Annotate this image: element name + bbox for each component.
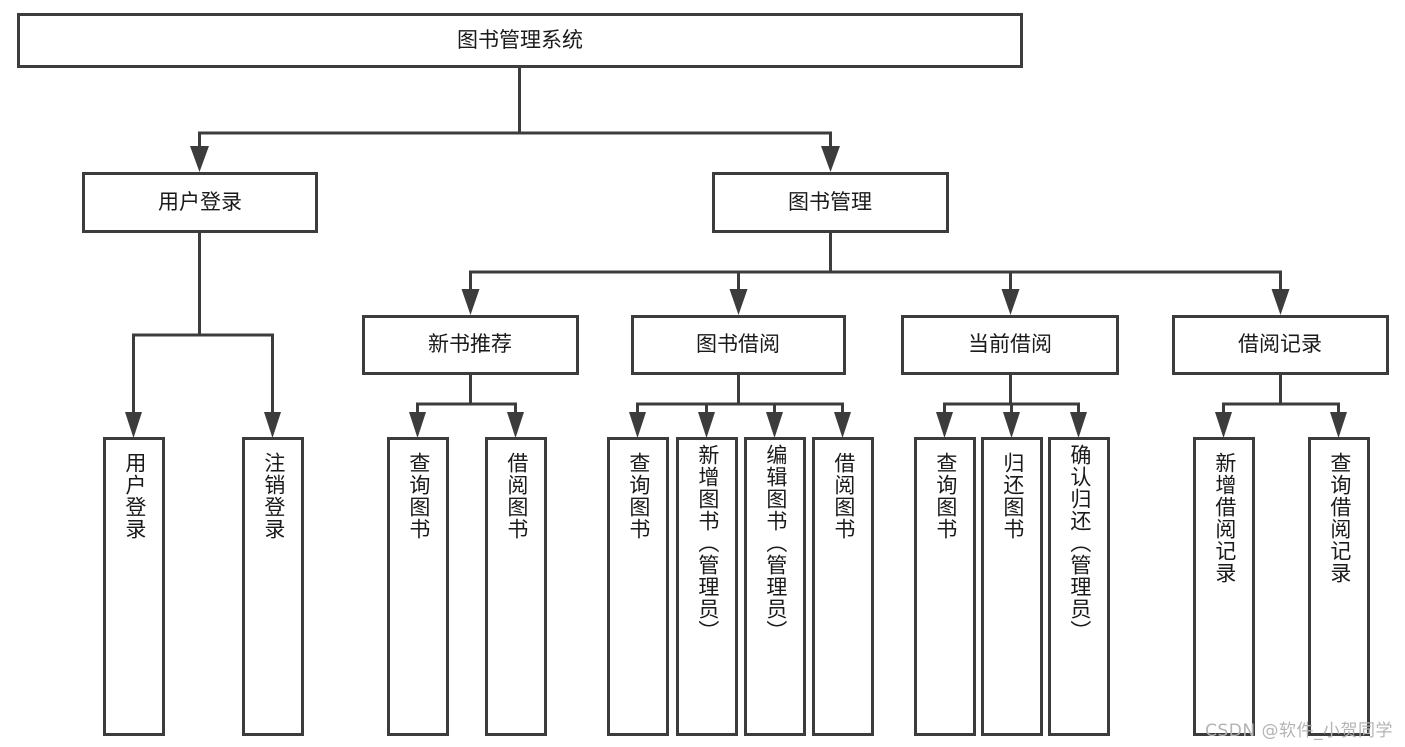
- arrow-head-cb-leaf-1: [936, 412, 953, 438]
- arrow-head-bb-leaf-3: [766, 412, 783, 438]
- leaf-box-nb-query-book[interactable]: [387, 437, 449, 736]
- arrow-head-bb-leaf-2: [698, 412, 715, 438]
- arrow-head-cb-leaf-3: [1070, 412, 1087, 438]
- leaf-box-bb-edit-book[interactable]: [744, 437, 806, 736]
- node-user-login-box[interactable]: [82, 172, 318, 233]
- arrow-head-user-login: [190, 146, 209, 172]
- leaf-box-logout[interactable]: [242, 437, 304, 736]
- node-current-borrow-label: 当前借阅: [968, 332, 1052, 356]
- arrow-head-nb-leaf-2: [507, 412, 524, 438]
- node-borrow-record-label: 借阅记录: [1238, 332, 1322, 356]
- arrow-head-book-borrow: [729, 289, 748, 315]
- node-book-manage-label: 图书管理: [788, 190, 872, 214]
- node-borrow-record-box[interactable]: [1172, 315, 1389, 375]
- node-new-book-recommend-box[interactable]: [362, 315, 579, 375]
- leaf-box-bb-query-book[interactable]: [607, 437, 669, 736]
- leaf-box-bb-borrow-book[interactable]: [812, 437, 874, 736]
- leaf-box-cb-query-book[interactable]: [914, 437, 976, 736]
- leaf-box-cb-return-book[interactable]: [981, 437, 1043, 736]
- node-user-login-label: 用户登录: [158, 190, 242, 214]
- arrow-head-new-book: [461, 289, 480, 315]
- node-root-box[interactable]: [17, 13, 1023, 68]
- arrow-head-current-borrow: [1001, 289, 1020, 315]
- leaf-box-br-query-record[interactable]: [1308, 437, 1370, 736]
- arrow-head-bb-leaf-4: [834, 412, 851, 438]
- leaf-box-nb-borrow-book[interactable]: [485, 437, 547, 736]
- arrow-head-borrow-record: [1271, 289, 1290, 315]
- leaf-box-bb-add-book[interactable]: [676, 437, 738, 736]
- leaf-box-br-add-record[interactable]: [1193, 437, 1255, 736]
- arrow-head-bb-leaf-1: [629, 412, 646, 438]
- arrow-head-book-manage: [821, 146, 840, 172]
- arrow-head-nb-leaf-1: [409, 412, 426, 438]
- connectors-layer: [125, 65, 1347, 438]
- node-new-book-recommend-label: 新书推荐: [428, 332, 512, 356]
- arrow-head-leaf-logout: [264, 412, 281, 438]
- arrow-head-cb-leaf-2: [1003, 412, 1020, 438]
- node-book-manage-box[interactable]: [712, 172, 949, 233]
- node-book-borrow-label: 图书借阅: [696, 332, 780, 356]
- node-current-borrow-box[interactable]: [901, 315, 1119, 375]
- nodes-layer: 图书管理系统 用户登录 图书管理 新书推荐 图书借阅 当前借阅 借阅记录: [17, 13, 1389, 736]
- node-book-borrow-box[interactable]: [631, 315, 846, 375]
- arrow-head-br-leaf-1: [1215, 412, 1232, 438]
- arrow-head-br-leaf-2: [1330, 412, 1347, 438]
- node-root-label: 图书管理系统: [457, 28, 583, 52]
- leaf-box-user-login[interactable]: [103, 437, 165, 736]
- leaf-box-cb-confirm-return[interactable]: [1048, 437, 1110, 736]
- arrow-head-leaf-user-login: [125, 412, 142, 438]
